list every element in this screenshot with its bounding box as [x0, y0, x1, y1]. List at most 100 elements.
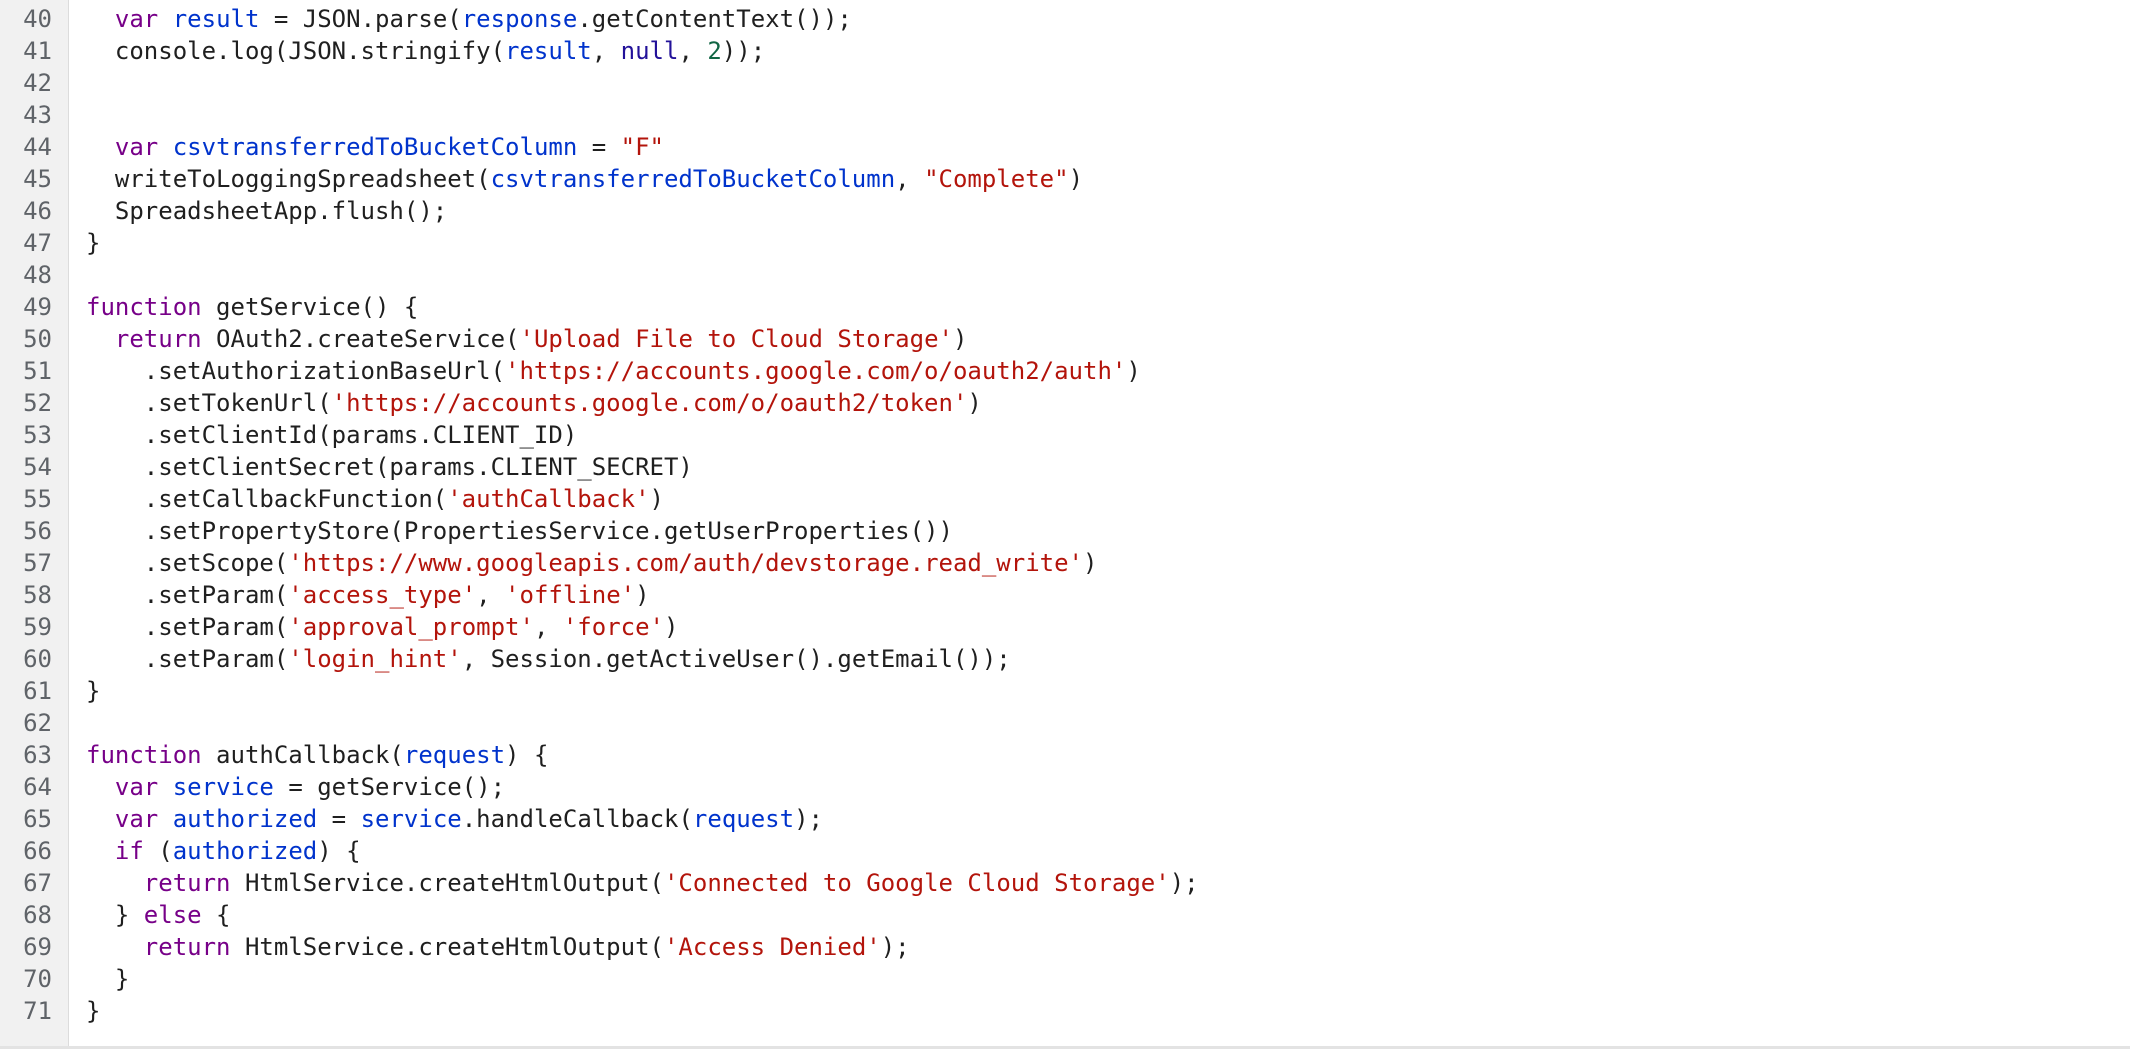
code-text: .setParam('approval_prompt', 'force') [86, 611, 679, 643]
code-token-plain: .setAuthorizationBaseUrl( [86, 357, 506, 385]
code-line[interactable]: 58 .setParam('access_type', 'offline') [0, 579, 2130, 611]
code-token-string: 'https://www.googleapis.com/auth/devstor… [288, 549, 1084, 577]
code-line[interactable]: 61} [0, 675, 2130, 707]
code-token-string: 'Access Denied' [663, 933, 881, 961]
code-token-plain: = JSON.parse( [259, 5, 462, 33]
editor-bottom-border [0, 1046, 2130, 1049]
code-text: .setClientSecret(params.CLIENT_SECRET) [86, 451, 693, 483]
code-line[interactable]: 71} [0, 995, 2130, 1027]
code-line[interactable]: 57 .setScope('https://www.googleapis.com… [0, 547, 2130, 579]
code-line[interactable]: 65 var authorized = service.handleCallba… [0, 803, 2130, 835]
line-number: 43 [23, 101, 52, 129]
code-line[interactable]: 64 var service = getService(); [0, 771, 2130, 803]
code-line[interactable]: 42 [0, 67, 2130, 99]
code-token-plain: ) { [317, 837, 361, 865]
code-token-plain: authCallback( [201, 741, 404, 769]
line-number: 48 [23, 261, 52, 289]
code-token-string: 'force' [562, 613, 664, 641]
code-line[interactable]: 54 .setClientSecret(params.CLIENT_SECRET… [0, 451, 2130, 483]
code-line[interactable]: 52 .setTokenUrl('https://accounts.google… [0, 387, 2130, 419]
code-line[interactable]: 50 return OAuth2.createService('Upload F… [0, 323, 2130, 355]
code-line[interactable]: 62 [0, 707, 2130, 739]
code-token-variable: csvtransferredToBucketColumn [172, 133, 578, 161]
code-text: var csvtransferredToBucketColumn = "F" [86, 131, 664, 163]
line-number: 56 [23, 517, 52, 545]
code-text: } [86, 675, 100, 707]
code-line[interactable]: 56 .setPropertyStore(PropertiesService.g… [0, 515, 2130, 547]
code-token-plain: .setParam( [86, 645, 289, 673]
code-token-string: 'login_hint' [288, 645, 462, 673]
code-line[interactable]: 45 writeToLoggingSpreadsheet(csvtransfer… [0, 163, 2130, 195]
code-line[interactable]: 53 .setClientId(params.CLIENT_ID) [0, 419, 2130, 451]
code-token-plain [86, 133, 115, 161]
code-line[interactable]: 68 } else { [0, 899, 2130, 931]
code-token-plain: OAuth2.createService( [201, 325, 520, 353]
code-text: } [86, 995, 100, 1027]
code-line[interactable]: 70 } [0, 963, 2130, 995]
code-token-plain: ) [952, 325, 968, 353]
code-text: var authorized = service.handleCallback(… [86, 803, 823, 835]
code-token-variable: request [403, 741, 506, 769]
code-text: .setPropertyStore(PropertiesService.getU… [86, 515, 953, 547]
code-token-plain: , Session.getActiveUser().getEmail()); [461, 645, 1011, 673]
code-line[interactable]: 66 if (authorized) { [0, 835, 2130, 867]
code-line[interactable]: 46 SpreadsheetApp.flush(); [0, 195, 2130, 227]
line-number-gutter [0, 0, 69, 1046]
code-token-variable: result [505, 37, 592, 65]
line-number: 68 [23, 901, 52, 929]
line-number: 57 [23, 549, 52, 577]
code-text: if (authorized) { [86, 835, 361, 867]
code-token-plain: getService() { [201, 293, 419, 321]
line-number: 65 [23, 805, 52, 833]
code-line[interactable]: 47} [0, 227, 2130, 259]
code-text: function authCallback(request) { [86, 739, 548, 771]
code-token-keyword: return [143, 933, 231, 961]
code-line[interactable]: 69 return HtmlService.createHtmlOutput('… [0, 931, 2130, 963]
code-text: } else { [86, 899, 231, 931]
code-token-plain: , [678, 37, 708, 65]
line-number: 45 [23, 165, 52, 193]
code-token-string: 'Upload File to Cloud Storage' [519, 325, 953, 353]
code-token-plain: ( [143, 837, 173, 865]
code-token-plain: } [86, 965, 130, 993]
code-line[interactable]: 59 .setParam('approval_prompt', 'force') [0, 611, 2130, 643]
code-text: writeToLoggingSpreadsheet(csvtransferred… [86, 163, 1083, 195]
code-line[interactable]: 44 var csvtransferredToBucketColumn = "F… [0, 131, 2130, 163]
line-number: 42 [23, 69, 52, 97]
code-token-plain: } [86, 997, 101, 1025]
code-token-plain: SpreadsheetApp.flush(); [86, 197, 448, 225]
code-token-plain: )); [721, 37, 766, 65]
code-line[interactable]: 41 console.log(JSON.stringify(result, nu… [0, 35, 2130, 67]
code-line[interactable]: 55 .setCallbackFunction('authCallback') [0, 483, 2130, 515]
code-token-plain: HtmlService.createHtmlOutput( [230, 933, 664, 961]
code-token-string: 'access_type' [288, 581, 477, 609]
code-token-plain [158, 805, 172, 833]
code-text: .setParam('login_hint', Session.getActiv… [86, 643, 1011, 675]
line-number: 44 [23, 133, 52, 161]
code-token-plain: HtmlService.createHtmlOutput( [230, 869, 664, 897]
code-text: .setScope('https://www.googleapis.com/au… [86, 547, 1098, 579]
code-token-plain [86, 837, 115, 865]
code-token-plain: = [577, 133, 621, 161]
code-line[interactable]: 60 .setParam('login_hint', Session.getAc… [0, 643, 2130, 675]
code-line[interactable]: 51 .setAuthorizationBaseUrl('https://acc… [0, 355, 2130, 387]
code-line[interactable]: 67 return HtmlService.createHtmlOutput('… [0, 867, 2130, 899]
code-token-plain: ) { [505, 741, 549, 769]
code-text: var service = getService(); [86, 771, 505, 803]
code-token-variable: authorized [172, 805, 318, 833]
line-number: 41 [23, 37, 52, 65]
code-line[interactable]: 43 [0, 99, 2130, 131]
code-line[interactable]: 48 [0, 259, 2130, 291]
code-token-keyword: function [86, 293, 202, 321]
code-line[interactable]: 40 var result = JSON.parse(response.getC… [0, 3, 2130, 35]
code-token-string: 'https://accounts.google.com/o/oauth2/au… [505, 357, 1127, 385]
line-number: 67 [23, 869, 52, 897]
code-token-plain: .setScope( [86, 549, 289, 577]
code-token-plain [86, 933, 144, 961]
code-token-plain: .setPropertyStore(PropertiesService.getU… [86, 517, 953, 545]
code-token-plain: ) [1068, 165, 1084, 193]
